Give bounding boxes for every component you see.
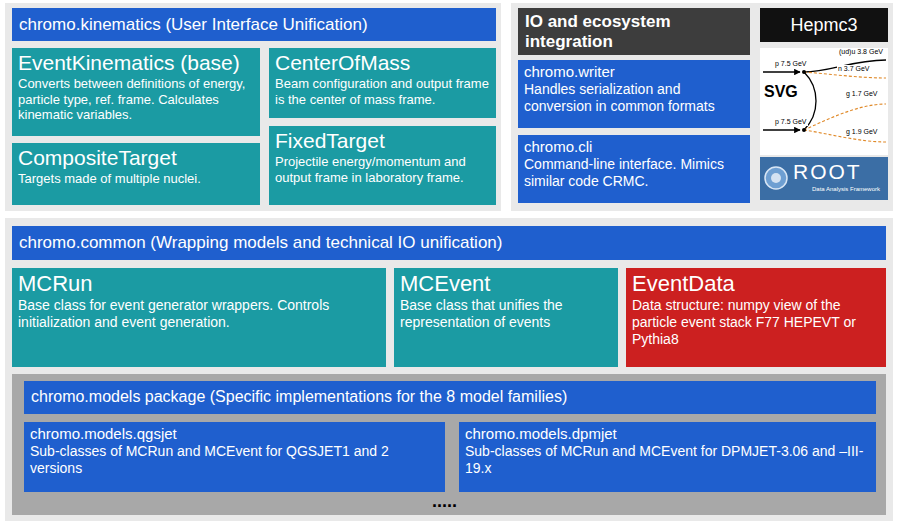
panel-header: chromo.models package (Specific implemen… [24, 381, 876, 414]
box-description: Handles serialization and conversion in … [518, 80, 750, 118]
box-description: Projectile energy/momentum and output fr… [269, 153, 496, 188]
svg-label: SVG [764, 83, 798, 101]
box-title: EventKinematics (base) [12, 48, 260, 75]
box-description: Command-line interface. Mimics similar c… [518, 155, 750, 193]
box-description: Base class that unifies the representati… [394, 296, 618, 334]
box-description: Converts between definitions of energy, … [12, 75, 260, 126]
panel-header: chromo.common (Wrapping models and techn… [12, 226, 886, 260]
box-title: Hepmc3 [760, 8, 888, 42]
particle-label: g 1.9 GeV [845, 128, 879, 136]
box-description: Sub-classes of MCRun and MCEvent for DPM… [459, 442, 876, 480]
panel-header: chromo.kinematics (User Interface Unific… [12, 8, 496, 41]
particle-label: p 7.5 GeV [774, 118, 808, 126]
particle-label: g 1.7 GeV [845, 90, 879, 98]
particle-label: n 3.7 GeV [837, 65, 871, 73]
module-box: chromo.cliCommand-line interface. Mimics… [518, 135, 750, 203]
module-box: chromo.models.qgsjetSub-classes of MCRun… [24, 422, 445, 492]
box-description: Data structure: numpy view of the partic… [626, 296, 886, 350]
module-box: EventKinematics (base)Converts between d… [12, 48, 260, 136]
box-description: Sub-classes of MCRun and MCEvent for QGS… [24, 442, 445, 480]
module-box: CompositeTargetTargets made of multiple … [12, 143, 260, 205]
box-description: Beam configuration and output frame is t… [269, 75, 496, 110]
package-panel: EventKinematics (base)Converts between d… [5, 3, 501, 211]
box-title: CompositeTarget [12, 143, 260, 170]
package-panel: MCRunBase class for event generator wrap… [5, 218, 893, 521]
root-logo-subtitle: Data Analysis Framework [812, 186, 880, 193]
particle-label: p 7.5 GeV [774, 60, 808, 68]
box-title: MCRun [12, 268, 386, 296]
box-title: FixedTarget [269, 126, 496, 153]
box-title: MCEvent [394, 268, 618, 296]
module-box: EventDataData structure: numpy view of t… [626, 268, 886, 367]
module-box: Hepmc3 [760, 8, 888, 42]
root-logo-text: ROOT [793, 160, 862, 183]
ellipsis: ..... [432, 492, 457, 512]
module-box: chromo.models.dpmjetSub-classes of MCRun… [459, 422, 876, 492]
box-title: chromo.cli [518, 135, 750, 155]
box-description: Targets made of multiple nuclei. [12, 170, 260, 190]
box-title: EventData [626, 268, 886, 296]
module-box: FixedTargetProjectile energy/momentum an… [269, 126, 496, 205]
box-title: chromo.writer [518, 60, 750, 80]
module-box: chromo.writerHandles serialization and c… [518, 60, 750, 128]
particle-label: (ud)u 3.8 GeV [838, 48, 884, 56]
module-box: CenterOfMassBeam configuration and outpu… [269, 48, 496, 118]
box-description: Base class for event generator wrappers.… [12, 296, 386, 334]
box-title: chromo.models.qgsjet [24, 422, 445, 442]
module-box: MCEventBase class that unifies the repre… [394, 268, 618, 367]
box-title: CenterOfMass [269, 48, 496, 75]
module-box: MCRunBase class for event generator wrap… [12, 268, 386, 367]
panel-header: IO and ecosystem integration [518, 8, 750, 55]
box-title: chromo.models.dpmjet [459, 422, 876, 442]
